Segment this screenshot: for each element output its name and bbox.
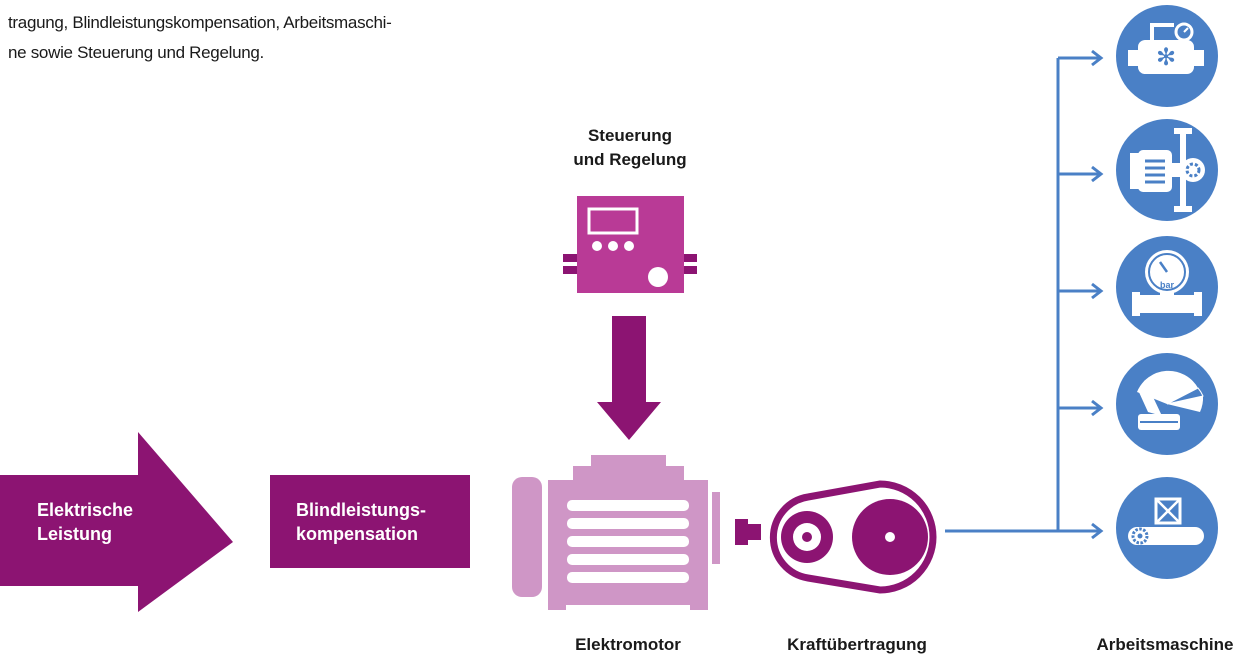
controller-title: Steuerung und Regelung: [549, 124, 711, 172]
refrigeration-compressor-icon: ✻: [1116, 5, 1218, 107]
distribution-arrowheads: [1091, 49, 1104, 540]
fan-icon: [1116, 353, 1218, 455]
controller-title-line-1: Steuerung: [587, 126, 673, 145]
conveyor-icon: [1116, 477, 1218, 579]
electric-power-arrow: [0, 432, 233, 612]
controller-display: [587, 207, 639, 235]
pressure-gauge-icon: bar: [1116, 236, 1218, 338]
compensation-line-1: Blindleistungs-: [296, 500, 426, 520]
motor-label: Elektromotor: [575, 635, 681, 654]
shaft-coupling: [735, 519, 761, 545]
compensation-box: [270, 475, 470, 568]
intro-line-1: tragung, Blindleistungskompensation, Arb…: [8, 13, 392, 32]
controller-title-line-2: und Regelung: [573, 150, 687, 169]
distribution-lines: [945, 56, 1100, 533]
compensation-label: Blindleistungs- kompensation: [296, 498, 426, 546]
electric-power-label: Elektrische Leistung: [37, 498, 133, 546]
pump-valve-icon: [1116, 119, 1218, 221]
intro-line-2: ne sowie Steuerung und Regelung.: [8, 43, 264, 62]
intro-text: tragung, Blindleistungskompensation, Arb…: [8, 8, 508, 68]
electric-power-line-2: Leistung: [37, 524, 112, 544]
compensation-line-2: kompensation: [296, 524, 419, 544]
controller-device: [563, 196, 697, 293]
machine-label: Arbeitsmaschine: [1096, 635, 1234, 654]
electric-power-line-1: Elektrische: [37, 500, 134, 520]
electric-motor: [512, 455, 720, 610]
pressure-unit-label: bar: [1160, 280, 1175, 290]
control-arrow: [597, 316, 661, 440]
svg-text:✻: ✻: [1156, 43, 1176, 71]
transmission-label: Kraftübertragung: [787, 635, 927, 654]
controller-knob: [648, 267, 668, 287]
belt-drive: [769, 480, 937, 594]
